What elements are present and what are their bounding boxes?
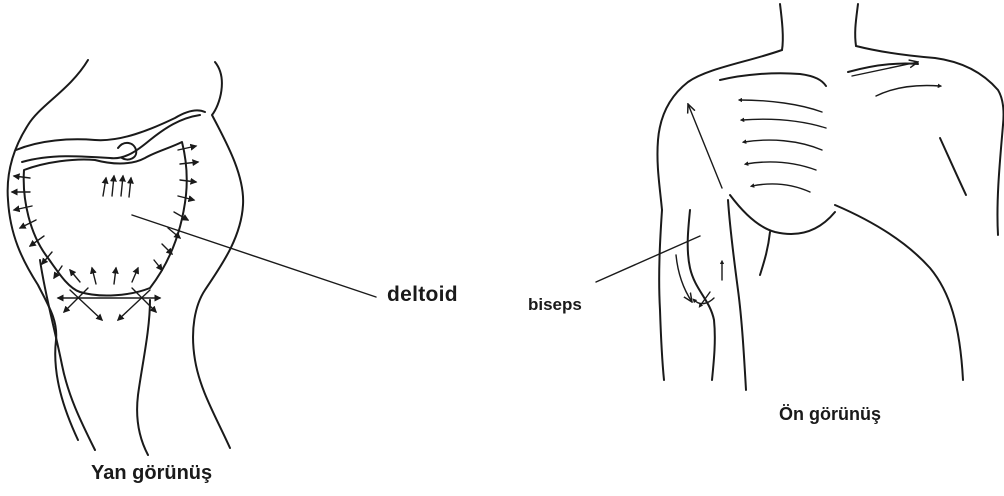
front-chest-right [835, 205, 963, 380]
front-pec-curve-right [876, 85, 940, 96]
deltoid-edge-arrows-right [154, 146, 198, 270]
side-view-caption: Yan görünüş [91, 462, 212, 485]
front-torso-side [760, 232, 770, 275]
biceps-arrows [694, 262, 722, 306]
deltoid-muscle-outline [24, 142, 187, 295]
front-clavicle-left [720, 73, 826, 86]
side-back-outline [193, 62, 243, 448]
front-neck-left [780, 4, 783, 50]
deltoid-edge-arrows-left [12, 176, 62, 278]
front-deltoid-arrow-long [688, 104, 722, 188]
biceps-leader-line [596, 236, 700, 282]
front-view-caption: Ön görünüş [779, 404, 881, 425]
side-body-outline [8, 60, 88, 440]
deltoid-label: deltoid [387, 283, 458, 307]
front-torso-left [730, 195, 835, 234]
side-arm-inner [137, 300, 150, 455]
deltoid-inner-arrows [103, 176, 131, 197]
front-pec-right [940, 138, 966, 195]
front-neck-right [855, 4, 858, 46]
front-biceps-line [688, 210, 715, 380]
front-right-arm [997, 125, 1003, 235]
deltoid-bottom-arrows [58, 268, 160, 320]
front-arm-outer [659, 210, 664, 380]
front-arm-inner [728, 200, 746, 390]
side-view-diagram [8, 60, 376, 455]
front-view-diagram [596, 4, 1003, 390]
pectoral-arrows [740, 100, 826, 192]
biceps-label: biseps [528, 295, 582, 315]
